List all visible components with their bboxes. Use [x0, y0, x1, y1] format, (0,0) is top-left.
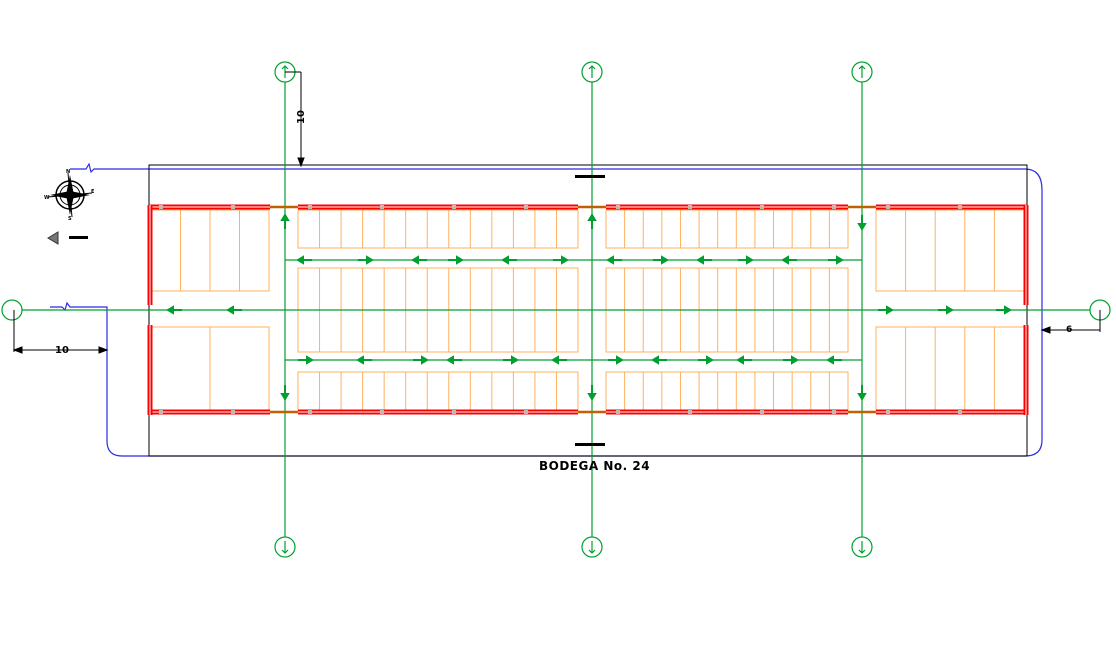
arrow-icon	[226, 305, 242, 315]
arrow-icon	[358, 255, 374, 265]
arrow-icon	[413, 355, 429, 365]
column	[159, 205, 163, 209]
grid-bubble	[581, 536, 603, 558]
arrow-icon	[696, 255, 712, 265]
column	[524, 410, 528, 414]
arrow-icon	[783, 355, 799, 365]
arrow-icon	[587, 385, 597, 401]
drawing-title: BODEGA No. 24	[539, 459, 650, 473]
arrow-icon	[446, 355, 462, 365]
column	[832, 410, 836, 414]
grid-arrow-icon	[281, 541, 289, 554]
compass-n: N	[66, 169, 70, 175]
arrow-icon	[280, 213, 290, 229]
arrow-icon	[781, 255, 797, 265]
arrow-icon	[651, 355, 667, 365]
arrow-icon	[587, 213, 597, 229]
column	[760, 205, 764, 209]
column	[308, 410, 312, 414]
arrow-icon	[608, 355, 624, 365]
dimension-top-label: 10	[296, 110, 307, 124]
dimension-left	[12, 310, 109, 354]
arrow-icon	[551, 355, 567, 365]
column	[616, 205, 620, 209]
dimension-right	[1040, 310, 1101, 334]
column	[958, 410, 962, 414]
property-boundary	[50, 162, 1043, 457]
parking-block	[605, 371, 849, 411]
grid-arrow-icon	[858, 541, 866, 554]
arrow-icon	[296, 255, 312, 265]
arrow-icon	[738, 255, 754, 265]
parking-block	[875, 209, 1025, 292]
grid-bubble	[581, 61, 603, 83]
dimension-top	[285, 71, 305, 168]
grid-bubble	[851, 61, 873, 83]
parking-block	[605, 209, 849, 249]
column	[231, 205, 235, 209]
grid-arrow-icon	[858, 65, 866, 78]
arrow-icon	[857, 385, 867, 401]
parking-block	[297, 209, 579, 249]
arrow-icon	[298, 355, 314, 365]
north-arrow-marker	[47, 231, 59, 245]
compass-w: W	[44, 195, 50, 201]
arrow-icon	[501, 255, 517, 265]
column	[886, 205, 890, 209]
compass-e: E	[91, 189, 95, 195]
traffic-arrows	[166, 213, 1012, 401]
marker-note	[69, 236, 88, 239]
arrow-icon	[411, 255, 427, 265]
column	[452, 205, 456, 209]
column	[760, 410, 764, 414]
note-bottom	[575, 443, 605, 446]
column	[524, 205, 528, 209]
column	[452, 410, 456, 414]
grid-bubble	[1, 299, 23, 321]
column	[688, 410, 692, 414]
arrow-icon	[356, 355, 372, 365]
arrow-icon	[996, 305, 1012, 315]
arrow-icon	[736, 355, 752, 365]
grid-bubble	[851, 536, 873, 558]
arrow-icon	[448, 255, 464, 265]
column	[958, 205, 962, 209]
arrow-icon	[503, 355, 519, 365]
dimension-right-label: 6	[1066, 325, 1072, 335]
column	[832, 205, 836, 209]
arrow-icon	[878, 305, 894, 315]
parking-block	[297, 371, 579, 411]
column	[380, 205, 384, 209]
column	[308, 205, 312, 209]
arrow-icon	[553, 255, 569, 265]
walls	[147, 204, 1029, 415]
grid-arrow-icon	[588, 65, 596, 78]
column	[616, 410, 620, 414]
compass-rose-icon	[47, 172, 93, 218]
arrow-icon	[826, 355, 842, 365]
grid-bubble	[274, 536, 296, 558]
column	[688, 205, 692, 209]
column	[159, 410, 163, 414]
column	[231, 410, 235, 414]
arrow-icon	[857, 215, 867, 231]
arrow-icon	[698, 355, 714, 365]
arrow-icon	[166, 305, 182, 315]
dimension-left-label: 10	[55, 345, 69, 356]
column	[886, 410, 890, 414]
note-top	[575, 175, 605, 178]
arrow-icon	[606, 255, 622, 265]
grid-arrow-icon	[588, 541, 596, 554]
arrow-icon	[938, 305, 954, 315]
compass-s: S	[68, 216, 72, 222]
arrow-icon	[828, 255, 844, 265]
arrow-icon	[653, 255, 669, 265]
column	[380, 410, 384, 414]
parking-block	[875, 326, 1025, 411]
arrow-icon	[280, 385, 290, 401]
